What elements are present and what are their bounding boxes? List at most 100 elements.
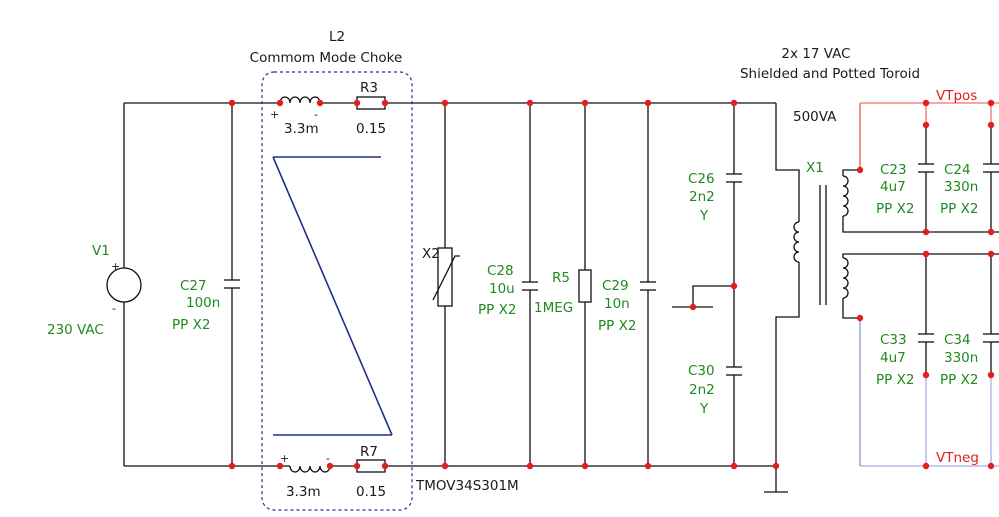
node-dot — [987, 371, 995, 379]
c24-type: PP X2 — [940, 201, 978, 217]
node-dot — [526, 462, 534, 470]
negative-rail: VTneg — [859, 318, 999, 467]
c26-type: Y — [699, 208, 709, 224]
r3-value: 0.15 — [356, 121, 386, 137]
c23-value: 4u7 — [880, 179, 906, 195]
v1-plus: + — [111, 260, 120, 273]
node-dot — [922, 121, 930, 129]
choke-title: Commom Mode Choke — [250, 50, 403, 66]
transformer-rating: 500VA — [793, 109, 837, 125]
choke-winding-symbol — [272, 156, 393, 436]
r5-ref: R5 — [552, 270, 570, 286]
source-v1: V1 + - 230 VAC — [47, 103, 142, 466]
node-dot — [326, 462, 334, 470]
l-top-minus: - — [314, 108, 318, 121]
c33-value: 4u7 — [880, 350, 906, 366]
c34-ref: C34 — [944, 332, 971, 348]
l-bot-value: 3.3m — [286, 484, 321, 500]
node-dot — [276, 462, 284, 470]
transformer-ref: X1 — [806, 160, 824, 176]
c23-ref: C23 — [880, 162, 907, 178]
l-bot-minus: - — [326, 452, 330, 465]
c30-type: Y — [699, 401, 709, 417]
node-dot — [581, 99, 589, 107]
node-dot — [730, 99, 738, 107]
r7-value: 0.15 — [356, 484, 386, 500]
v1-value: 230 VAC — [47, 322, 104, 338]
c27-type: PP X2 — [172, 317, 210, 333]
node-dot — [581, 462, 589, 470]
transformer-line1: 2x 17 VAC — [781, 46, 850, 62]
node-dot — [353, 462, 361, 470]
c26-ref: C26 — [688, 171, 715, 187]
net-vtneg: VTneg — [936, 450, 979, 466]
choke-ref: L2 — [329, 29, 345, 45]
l-bot-plus: + — [280, 452, 289, 465]
c28-ref: C28 — [487, 263, 514, 279]
node-dot — [922, 99, 930, 107]
c23-type: PP X2 — [876, 201, 914, 217]
c28-type: PP X2 — [478, 302, 516, 318]
c27-value: 100n — [186, 295, 220, 311]
node-dot — [987, 99, 995, 107]
y-capacitor-branch: C26 2n2 Y C30 2n2 Y — [672, 103, 742, 466]
l-top-plus: + — [270, 108, 279, 121]
c29-ref: C29 — [602, 278, 629, 294]
node-dot — [856, 314, 864, 322]
node-dot — [228, 99, 236, 107]
capacitor-c28: C28 10u PP X2 — [478, 103, 538, 466]
c26-value: 2n2 — [689, 189, 715, 205]
node-dot — [987, 228, 995, 236]
node-dot — [689, 303, 697, 311]
positive-rail: VTpos — [859, 88, 999, 170]
c24-ref: C24 — [944, 162, 971, 178]
c33-ref: C33 — [880, 332, 907, 348]
v1-minus: - — [112, 302, 116, 315]
node-dot — [441, 462, 449, 470]
node-dot — [987, 250, 995, 258]
r7-ref: R7 — [360, 444, 378, 460]
c33-type: PP X2 — [876, 372, 914, 388]
x2-part: TMOV34S301M — [415, 478, 519, 494]
c24-value: 330n — [944, 179, 978, 195]
node-dot — [987, 121, 995, 129]
c28-value: 10u — [489, 281, 515, 297]
l-top-value: 3.3m — [284, 121, 319, 137]
node-dot — [526, 99, 534, 107]
node-dot — [856, 166, 864, 174]
capacitor-c27: C27 100n PP X2 — [172, 103, 240, 466]
r3-ref: R3 — [360, 80, 378, 96]
c27-ref: C27 — [180, 278, 207, 294]
net-vtpos: VTpos — [936, 88, 977, 104]
junction-dots — [228, 99, 995, 470]
node-dot — [730, 462, 738, 470]
node-dot — [644, 99, 652, 107]
node-dot — [987, 462, 995, 470]
secondary-capacitors: C23 4u7 PP X2 C24 330n PP X2 C33 4u7 PP … — [876, 125, 999, 388]
capacitor-c29: C29 10n PP X2 — [598, 103, 656, 466]
node-dot — [441, 99, 449, 107]
node-dot — [644, 462, 652, 470]
c30-ref: C30 — [688, 363, 715, 379]
resistor-r5: R5 1MEG — [534, 103, 592, 466]
transformer-line2: Shielded and Potted Toroid — [740, 66, 920, 82]
node-dot — [772, 462, 780, 470]
node-dot — [922, 228, 930, 236]
node-dot — [353, 99, 361, 107]
node-dot — [381, 462, 389, 470]
c34-type: PP X2 — [940, 372, 978, 388]
node-dot — [228, 462, 236, 470]
node-dot — [922, 250, 930, 258]
c30-value: 2n2 — [689, 382, 715, 398]
node-dot — [922, 462, 930, 470]
r5-value: 1MEG — [534, 300, 573, 316]
x2-ref: X2 — [422, 246, 440, 262]
c29-type: PP X2 — [598, 318, 636, 334]
node-dot — [381, 99, 389, 107]
c29-value: 10n — [604, 296, 630, 312]
node-dot — [730, 282, 738, 290]
transformer-x1: 2x 17 VAC Shielded and Potted Toroid 500… — [740, 46, 999, 493]
node-dot — [276, 99, 284, 107]
common-mode-choke-l2: L2 Commom Mode Choke + - 3.3m R3 0.15 + … — [250, 29, 413, 511]
